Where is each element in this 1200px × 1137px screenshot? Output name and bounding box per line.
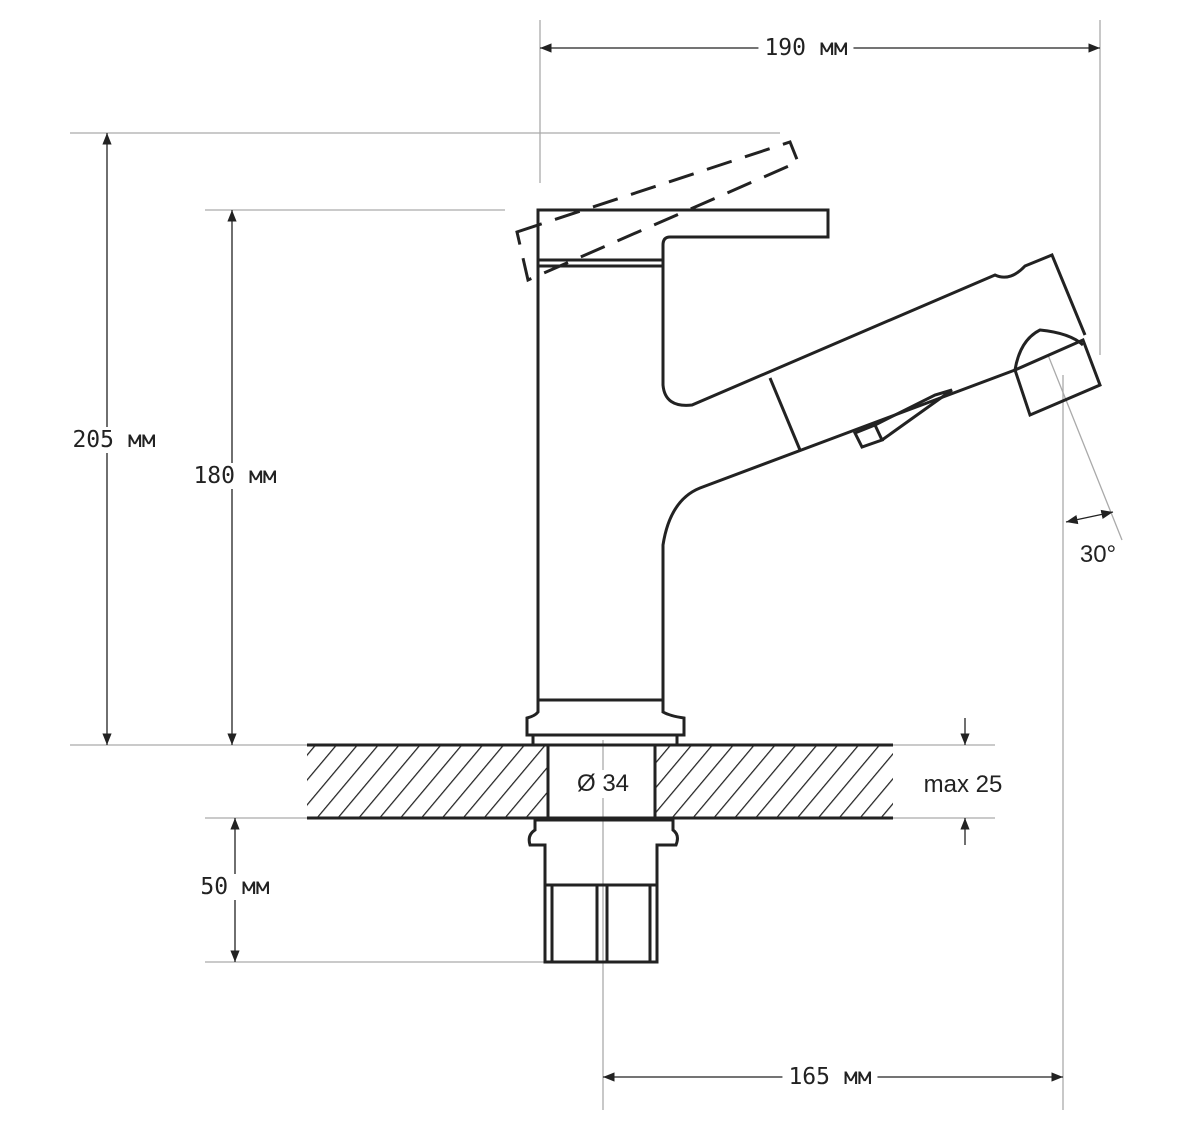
dim-shank-length: 50 мм <box>194 874 276 900</box>
dim-height-total: 205 мм <box>66 427 162 453</box>
dimension-lines <box>70 20 1123 1110</box>
dim-max-thickness: max 25 <box>923 771 1003 798</box>
dim-spout-angle: 30° <box>1079 541 1117 568</box>
dim-height-body: 180 мм <box>187 463 283 489</box>
countertop-section <box>307 743 893 820</box>
lever-raised-outline <box>515 140 800 283</box>
dim-spout-reach: 165 мм <box>782 1064 878 1090</box>
dim-width-total: 190 мм <box>758 35 854 61</box>
dim-hole-diameter: Ø 34 <box>576 770 630 798</box>
faucet-body <box>525 208 1102 964</box>
